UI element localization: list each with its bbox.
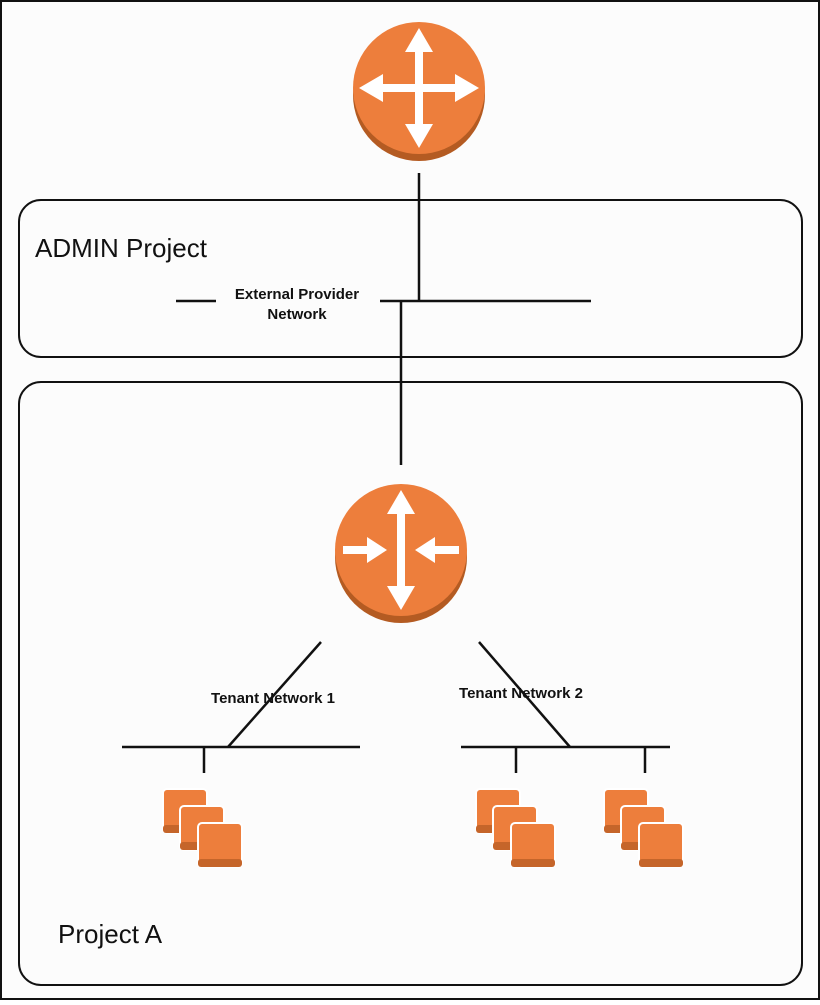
admin-project-title: ADMIN Project (35, 233, 208, 263)
router-arrows-in-icon (335, 484, 467, 623)
router-arrows-out-icon (353, 22, 485, 161)
tenant-network-2-label: Tenant Network 2 (459, 685, 583, 702)
router-to-tenant1-link (227, 641, 322, 748)
tenant-network-1-label: Tenant Network 1 (211, 690, 335, 707)
project-a-box: Project A (18, 381, 803, 986)
project-a-title: Project A (58, 919, 163, 949)
network-links (122, 173, 670, 773)
admin-project-box: ADMIN Project (18, 199, 803, 358)
external-network-label-line1: External Provider (235, 286, 359, 303)
router-to-tenant2-link (478, 641, 571, 748)
external-network-label-line2: Network (267, 306, 327, 323)
